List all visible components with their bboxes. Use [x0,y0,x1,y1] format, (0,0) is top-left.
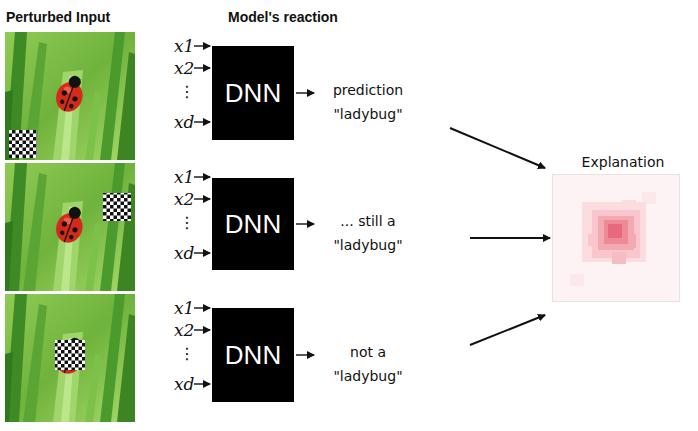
dnn-box: DNN [212,308,294,402]
ellipsis: ⋮ [179,82,195,102]
input-variable: xd [174,243,194,263]
panel-heading: Explanation [552,152,694,172]
ellipsis: ⋮ [179,213,195,233]
box-label: DNN [225,78,281,109]
input-variable: x1 [174,298,194,318]
input-variable: x2 [174,189,194,209]
box-label: DNN [225,209,281,240]
input-variable: x2 [174,58,194,78]
prediction-text: prediction "ladybug" [318,78,418,126]
prediction-text: ... still a "ladybug" [318,209,418,257]
column-heading: Model's reaction [228,8,338,26]
prediction-text: not a "ladybug" [318,340,418,388]
explanation-panel: Explanation [552,152,694,304]
dnn-box: DNN [212,46,294,140]
input-variable: x1 [174,167,194,187]
input-variable: xd [174,374,194,394]
dnn-box: DNN [212,178,294,270]
ellipsis: ⋮ [179,344,195,364]
input-variable: xd [174,112,194,132]
box-label: DNN [225,340,281,371]
heatmap [552,174,680,302]
column-heading: Perturbed Input [6,8,110,26]
input-variable: x2 [174,320,194,340]
input-variable: x1 [174,36,194,56]
